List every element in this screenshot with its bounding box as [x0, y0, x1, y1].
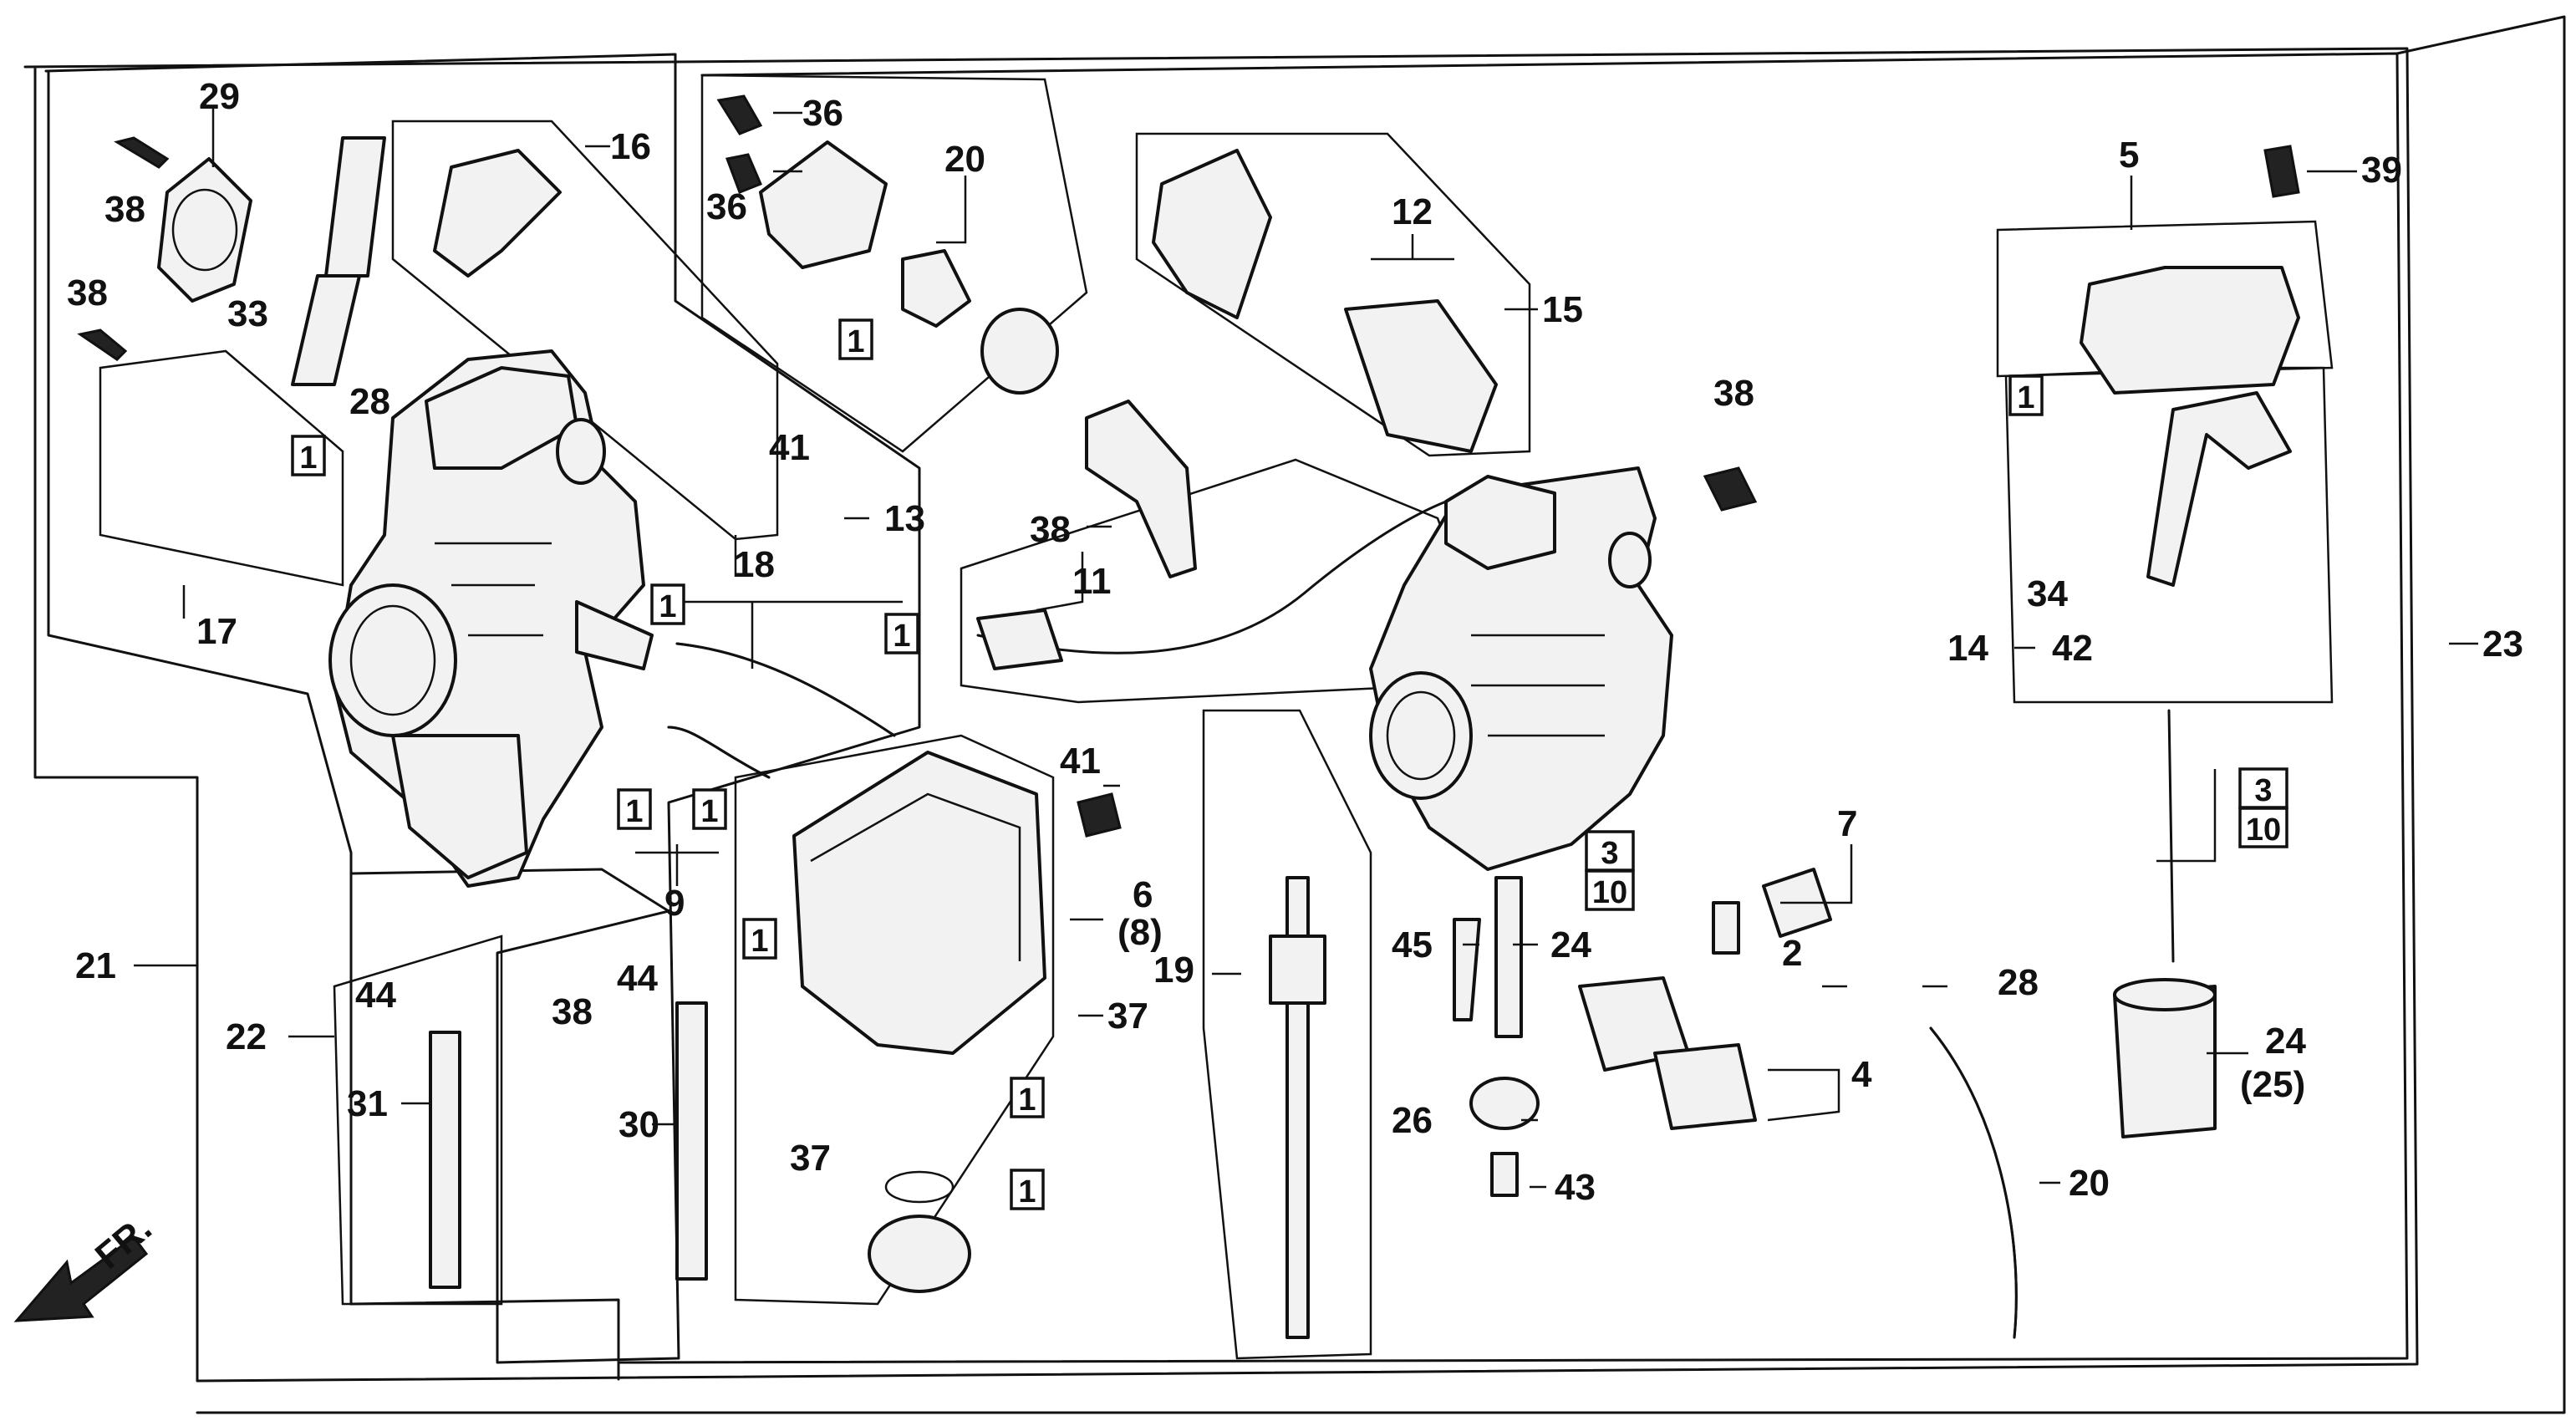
label-7: 7	[1837, 803, 1857, 844]
ref-box: 10	[1585, 869, 1635, 911]
label-12: 12	[1392, 191, 1433, 232]
ref-box: 1	[742, 918, 777, 960]
label-6: 6	[1133, 874, 1153, 915]
label-28b: 28	[1998, 962, 2039, 1003]
label-36c: 38	[1030, 509, 1071, 550]
leader-lines	[134, 109, 2478, 1189]
svg-text:10: 10	[1592, 875, 1627, 910]
boxed-refs-1: 1 1 1 1 1 1 1 1 1 1	[291, 318, 2044, 1210]
svg-text:1: 1	[2017, 380, 2034, 415]
label-36a: 38	[104, 189, 145, 230]
label-43a: 44	[355, 975, 396, 1016]
label-28a: 28	[349, 381, 390, 422]
label-35b: 36	[706, 186, 747, 227]
svg-text:1: 1	[751, 924, 768, 959]
label-4: 4	[1851, 1054, 1872, 1095]
label-34: 34	[2027, 573, 2068, 614]
svg-text:1: 1	[700, 794, 718, 829]
label-22: 22	[226, 1016, 267, 1057]
ref-box: 1	[617, 788, 652, 830]
label-29: 29	[199, 76, 240, 117]
label-23: 23	[2482, 624, 2523, 665]
front-direction-arrow: FR.	[13, 1208, 160, 1322]
svg-text:1: 1	[1018, 1082, 1036, 1118]
label-41: 41	[1060, 741, 1101, 782]
ref-box: 3	[2238, 767, 2288, 809]
label-18: 18	[734, 544, 775, 585]
label-27: 26	[1392, 1100, 1433, 1141]
ref-box: 3	[1585, 830, 1635, 872]
label-43b: 44	[617, 958, 658, 999]
label-15: 15	[1542, 289, 1583, 330]
label-2: 2	[1782, 933, 1802, 974]
ref-box: 1	[838, 318, 873, 360]
label-38a: 38	[1713, 373, 1754, 414]
svg-text:1: 1	[1018, 1174, 1036, 1210]
label-40: 41	[769, 427, 810, 468]
label-39: 39	[2361, 150, 2402, 191]
boxed-refs-3-10: 3 10 3 10	[1585, 767, 2288, 911]
svg-text:10: 10	[2246, 812, 2281, 848]
label-44: 43	[1555, 1167, 1596, 1208]
label-19: 19	[1153, 950, 1194, 991]
label-11: 11	[1072, 561, 1112, 602]
label-35a: 36	[802, 93, 843, 134]
label-38b: 38	[552, 991, 593, 1032]
svg-text:1: 1	[625, 794, 643, 829]
label-17: 17	[196, 611, 237, 652]
ref-box: 1	[291, 435, 326, 476]
label-13: 13	[884, 498, 925, 539]
label-31: 31	[347, 1083, 388, 1124]
right-carburetor-body	[1369, 466, 1673, 871]
svg-text:3: 3	[1601, 836, 1618, 871]
label-21: 21	[75, 945, 116, 986]
label-16: 16	[610, 126, 651, 167]
svg-text:1: 1	[299, 441, 317, 476]
svg-text:1: 1	[893, 619, 910, 654]
ref-box: 1	[692, 788, 727, 830]
label-42: 42	[2052, 628, 2093, 669]
left-carburetor-body	[328, 349, 654, 888]
misc-parts	[77, 94, 2300, 1339]
label-25: (25)	[2240, 1064, 2305, 1105]
kit-outlines	[99, 74, 2334, 1360]
label-30: 30	[619, 1104, 659, 1145]
label-14: 14	[1947, 628, 1988, 669]
float-bowl	[792, 751, 1046, 1293]
label-37a: 37	[1107, 996, 1148, 1036]
ref-box: 1	[1010, 1169, 1045, 1210]
ref-box: 1	[2008, 374, 2044, 416]
label-37b: 37	[790, 1138, 831, 1179]
ref-box: 10	[2238, 807, 2288, 848]
svg-text:1: 1	[659, 589, 676, 624]
ref-box: 1	[1010, 1077, 1045, 1118]
svg-text:1: 1	[847, 324, 864, 359]
label-9: 9	[664, 883, 685, 924]
ref-box: 1	[884, 613, 919, 654]
label-26: 24	[1550, 924, 1591, 965]
label-5: 5	[2119, 135, 2139, 176]
label-45: 45	[1392, 924, 1433, 965]
svg-text:3: 3	[2254, 773, 2272, 808]
label-33: 33	[227, 293, 268, 334]
label-32: 20	[2069, 1163, 2110, 1204]
label-8: (8)	[1117, 912, 1163, 953]
label-20: 20	[944, 139, 985, 180]
ref-box: 1	[650, 583, 685, 625]
label-24: 24	[2265, 1021, 2306, 1062]
label-36b: 38	[67, 272, 108, 313]
assembly-outlines	[23, 15, 2566, 1414]
part-labels: 29 38 38 33 28 17 16 41 13 18 9 36 36 20…	[67, 76, 2523, 1208]
